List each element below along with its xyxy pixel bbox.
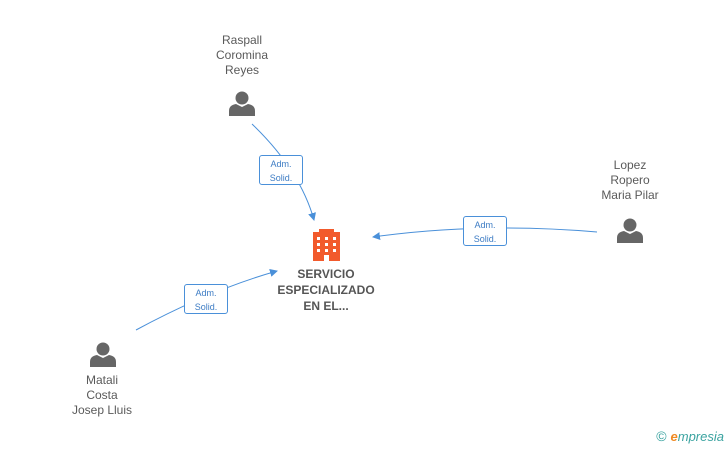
name-line: Raspall: [221, 33, 263, 47]
name-line: Maria Pilar: [601, 188, 659, 202]
name-line: Josep Lluis: [71, 403, 133, 417]
copyright-icon: ©: [656, 428, 667, 444]
person-name-matali[interactable]: Matali Costa Josep Lluis: [56, 373, 148, 418]
relation-label-line: Solid.: [269, 173, 293, 183]
relation-label-line: Solid.: [473, 234, 497, 244]
company-name-line: ESPECIALIZADO: [277, 283, 375, 297]
person-name-raspall[interactable]: Raspall Coromina Reyes: [196, 33, 288, 78]
brand-logo-initial: e: [670, 429, 678, 444]
name-line: Reyes: [224, 63, 259, 77]
relation-label-line: Adm.: [270, 159, 292, 169]
name-line: Lopez: [613, 158, 647, 172]
person-icon[interactable]: [617, 218, 643, 244]
relation-label-line: Adm.: [474, 220, 496, 230]
brand-footer[interactable]: ©empresia: [656, 428, 724, 444]
person-icon[interactable]: [229, 91, 255, 117]
person-name-lopez[interactable]: Lopez Ropero Maria Pilar: [584, 158, 676, 203]
person-icon[interactable]: [90, 342, 116, 368]
relation-label-line: Solid.: [194, 302, 218, 312]
company-name[interactable]: SERVICIO ESPECIALIZADO EN EL...: [266, 266, 386, 314]
relation-label-matali[interactable]: Adm. Solid.: [184, 284, 228, 314]
name-line: Coromina: [215, 48, 269, 62]
name-line: Costa: [86, 388, 118, 402]
relation-label-lopez[interactable]: Adm. Solid.: [463, 216, 507, 246]
company-name-line: EN EL...: [303, 299, 349, 313]
brand-logo-text: mpresia: [677, 429, 724, 444]
name-line: Ropero: [610, 173, 650, 187]
company-name-line: SERVICIO: [297, 267, 355, 281]
name-line: Matali: [85, 373, 118, 387]
relation-label-raspall[interactable]: Adm. Solid.: [259, 155, 303, 185]
relation-label-line: Adm.: [195, 288, 217, 298]
building-icon[interactable]: [313, 229, 340, 261]
